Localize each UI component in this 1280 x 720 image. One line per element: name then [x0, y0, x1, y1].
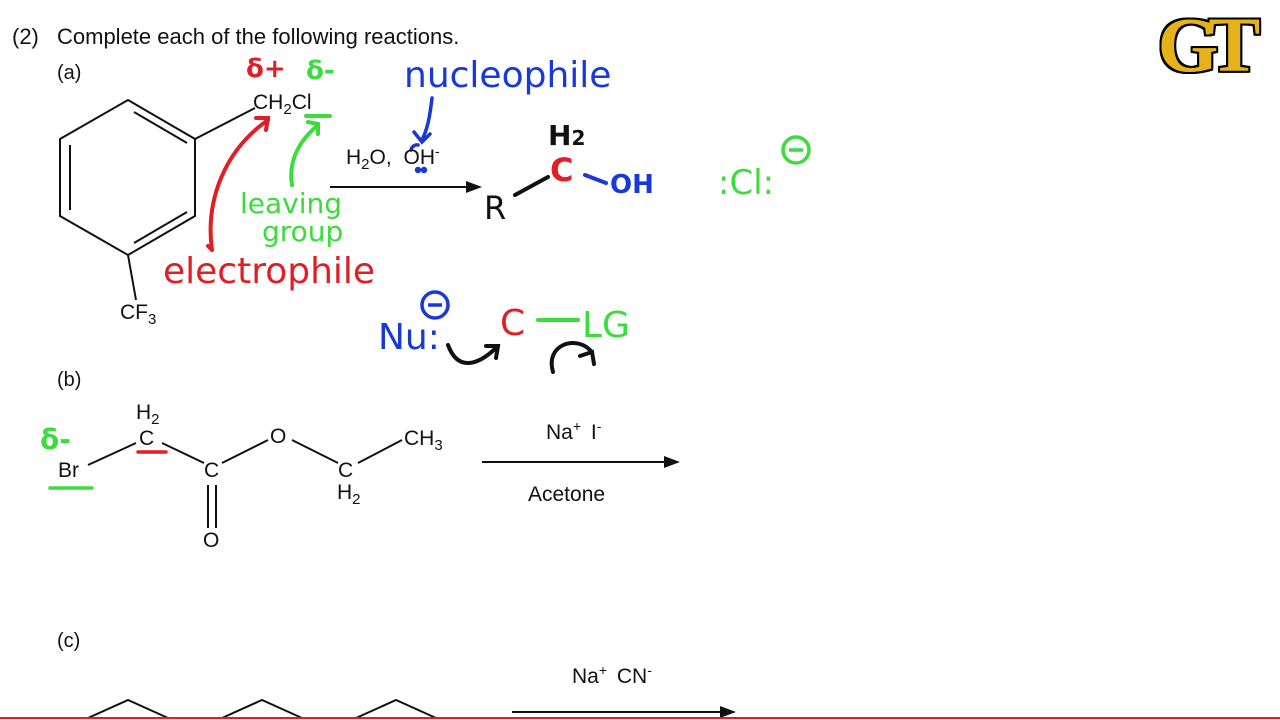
product-h2-main: H	[548, 119, 572, 152]
reaction-arrow-c	[512, 706, 736, 718]
ester-h2-bottom: H2	[337, 481, 361, 507]
reagent-a: H2O, OH-	[346, 144, 440, 172]
delta-minus-annotation: δ-	[306, 56, 335, 86]
benzene-ring	[59, 98, 256, 301]
product-carbon: C	[550, 151, 574, 189]
h2o-sub: 2	[361, 156, 370, 173]
h2-top-sub: 2	[151, 411, 160, 428]
h2-bottom-main: H	[337, 481, 353, 504]
cyanide-charge: -	[647, 662, 652, 678]
ester-c3: C	[338, 459, 354, 482]
ester-oxygen: O	[270, 425, 287, 448]
part-a-label: (a)	[57, 62, 82, 84]
h2o-main: H	[346, 146, 362, 169]
hydroxide-text: OH	[403, 146, 436, 169]
part-c-label: (c)	[57, 630, 81, 652]
reagent-c-top: Na+ CN-	[572, 663, 652, 688]
product-bonds	[513, 173, 608, 197]
ch2cl-sub: 2	[283, 101, 292, 118]
chain-skeleton-c	[87, 698, 437, 719]
logo-text: GT	[1157, 1, 1261, 88]
mechanism-leaving-group: LG	[582, 305, 630, 346]
reaction-arrow-b	[482, 456, 680, 468]
cyanide: CN	[616, 665, 648, 688]
chloride-ion: :Cl:	[718, 163, 775, 203]
ester-h2-top: H2	[136, 401, 160, 427]
leaving-annotation: leaving	[240, 187, 343, 220]
sodium-c-charge: +	[598, 662, 608, 678]
reagent-b-solvent: Acetone	[528, 483, 606, 506]
product-h2-sub: 2	[571, 126, 586, 150]
electrophile-arrows	[206, 116, 271, 252]
cf3-main: CF	[120, 301, 148, 324]
mechanism-carbon: C	[500, 303, 526, 344]
ester-skeleton	[87, 439, 403, 528]
question-instruction: Complete each of the following reactions…	[57, 24, 460, 49]
nu-charge	[420, 290, 450, 320]
cf3-sub: 3	[148, 311, 157, 328]
mechanism-arrows	[446, 341, 596, 374]
iodide: I	[590, 421, 597, 444]
bromine-label: Br	[58, 459, 79, 482]
nu-label: Nu	[378, 317, 428, 358]
iodide-charge: -	[596, 418, 602, 434]
gt-logo: GT	[1132, 6, 1276, 84]
nucleophile-arrow	[409, 96, 434, 174]
reaction-arrow-a	[330, 181, 482, 193]
ch3-sub: 3	[434, 437, 443, 454]
nu-lone-pair: :	[427, 317, 440, 358]
delta-plus-annotation: δ+	[246, 54, 286, 84]
h2-top-main: H	[136, 401, 152, 424]
electrophile-annotation: electrophile	[163, 251, 376, 292]
chloride-charge	[781, 135, 811, 165]
nucleophile-annotation: nucleophile	[404, 55, 612, 96]
sodium-b-charge: +	[572, 418, 582, 434]
methyl-label: CH3	[404, 427, 443, 453]
ch2cl-tail: Cl	[291, 91, 312, 114]
sodium-b: Na	[546, 421, 573, 444]
ester-c1: C	[139, 427, 155, 450]
question-number: (2)	[12, 24, 39, 49]
nu-text: Nu:	[378, 320, 440, 356]
sodium-c: Na	[572, 665, 599, 688]
part-b-label: (b)	[57, 369, 82, 391]
ch2cl-main: CH	[253, 91, 284, 114]
carbonyl-oxygen: O	[203, 529, 220, 552]
ch2cl-label: CH2Cl	[253, 91, 312, 117]
group-annotation: group	[262, 215, 344, 248]
cf3-label: CF3	[120, 301, 156, 327]
product-hydroxyl: OH	[610, 170, 654, 200]
ch3-main: CH	[404, 427, 435, 450]
reagent-b-top: Na+ I-	[546, 419, 601, 444]
hydroxide-charge: -	[435, 143, 440, 159]
h2o-tail: O,	[369, 146, 392, 169]
product-r-group: R	[484, 189, 507, 227]
bromine-delta-minus: δ-	[40, 423, 71, 456]
ester-annotations	[48, 450, 168, 490]
leaving-group-arrow	[289, 114, 332, 187]
h2-bottom-sub: 2	[352, 491, 361, 508]
carbonyl-carbon: C	[204, 459, 220, 482]
product-h2: H2	[548, 122, 585, 150]
